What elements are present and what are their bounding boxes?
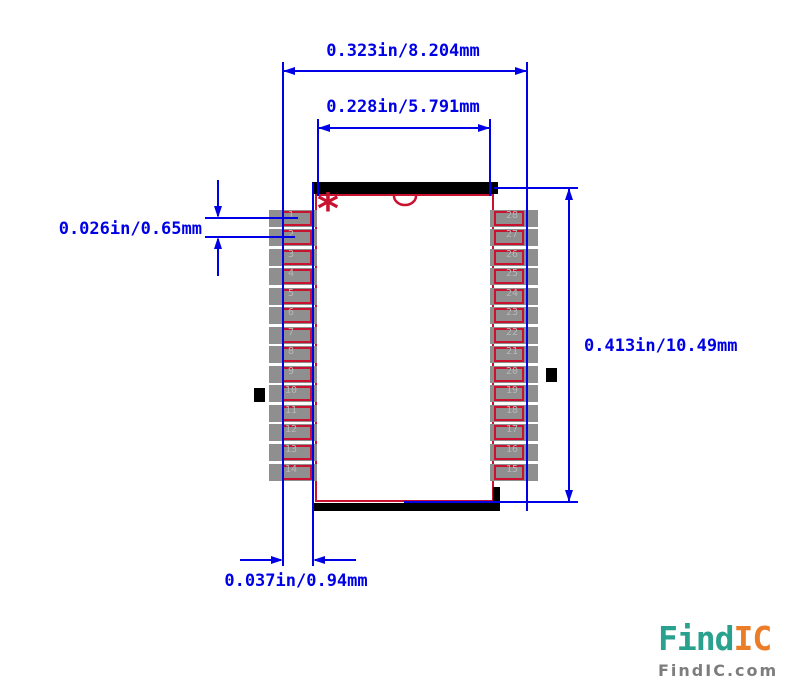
pin-number: 3 bbox=[287, 249, 295, 260]
pin-lead-outline bbox=[494, 328, 524, 343]
logo-text-find: Find bbox=[658, 619, 734, 658]
pin-pad-left-7: 7 bbox=[269, 327, 317, 344]
pin-lead-outline bbox=[494, 289, 524, 304]
findic-logo: FindIC FindIC.com bbox=[658, 619, 778, 680]
pin-pad-right-19: 19 bbox=[490, 385, 538, 402]
pin-number: 18 bbox=[505, 405, 519, 416]
pin-pad-right-24: 24 bbox=[490, 288, 538, 305]
pin-pad-right-20: 20 bbox=[490, 366, 538, 383]
pin-lead-outline bbox=[494, 269, 524, 284]
pin-number: 10 bbox=[284, 385, 298, 396]
dim-label-right-height: 0.413in/10.49mm bbox=[584, 336, 738, 356]
pin-pad-right-27: 27 bbox=[490, 229, 538, 246]
pin-number: 5 bbox=[287, 288, 295, 299]
pin-number: 11 bbox=[284, 405, 298, 416]
pin-number: 8 bbox=[287, 346, 295, 357]
pin-pad-left-6: 6 bbox=[269, 307, 317, 324]
pin-lead-outline bbox=[494, 250, 524, 265]
pin-pad-left-12: 12 bbox=[269, 424, 317, 441]
pin-lead-outline bbox=[494, 367, 524, 382]
pin-pad-right-17: 17 bbox=[490, 424, 538, 441]
pin-number: 4 bbox=[287, 268, 295, 279]
pin-number: 1 bbox=[287, 210, 295, 221]
pin-lead-outline bbox=[494, 211, 524, 226]
dim-top-inner-arrow bbox=[317, 119, 491, 196]
pin-pad-left-11: 11 bbox=[269, 405, 317, 422]
pin-pad-left-1: 1 bbox=[269, 210, 317, 227]
package-body-outline bbox=[315, 194, 494, 502]
logo-text-ic: IC bbox=[733, 619, 772, 658]
pin-pad-right-18: 18 bbox=[490, 405, 538, 422]
pin-number: 21 bbox=[505, 346, 519, 357]
pin-pad-left-2: 2 bbox=[269, 229, 317, 246]
pin-number: 9 bbox=[287, 366, 295, 377]
pin-number: 17 bbox=[505, 424, 519, 435]
pin-number: 27 bbox=[505, 229, 519, 240]
pin-pad-right-23: 23 bbox=[490, 307, 538, 324]
findic-website-text: FindIC.com bbox=[658, 661, 779, 680]
pin-number: 15 bbox=[505, 464, 519, 475]
pin-number: 19 bbox=[505, 385, 519, 396]
pin-pad-left-4: 4 bbox=[269, 268, 317, 285]
pin-pad-right-26: 26 bbox=[490, 249, 538, 266]
pin-pad-right-21: 21 bbox=[490, 346, 538, 363]
pin-pad-right-28: 28 bbox=[490, 210, 538, 227]
pin-number: 24 bbox=[505, 288, 519, 299]
pin-pad-right-16: 16 bbox=[490, 444, 538, 461]
pin-pad-left-10: 10 bbox=[269, 385, 317, 402]
pin-pad-left-14: 14 bbox=[269, 464, 317, 481]
dim-label-left-pitch: 0.026in/0.65mm bbox=[58, 219, 202, 239]
pin-pad-left-9: 9 bbox=[269, 366, 317, 383]
pin-number: 14 bbox=[284, 464, 298, 475]
pin-lead-outline bbox=[494, 445, 524, 460]
pin-pad-left-5: 5 bbox=[269, 288, 317, 305]
pin-pad-left-13: 13 bbox=[269, 444, 317, 461]
pin-number: 2 bbox=[287, 229, 295, 240]
pin-number: 25 bbox=[505, 268, 519, 279]
pin-lead-outline bbox=[494, 465, 524, 480]
package-top-bar bbox=[312, 182, 498, 194]
pin-number: 20 bbox=[505, 366, 519, 377]
dim-label-top-outer: 0.323in/8.204mm bbox=[326, 41, 480, 61]
pin-lead-outline bbox=[494, 386, 524, 401]
pin-number: 6 bbox=[287, 307, 295, 318]
pin-lead-outline bbox=[494, 425, 524, 440]
pin-number: 22 bbox=[505, 327, 519, 338]
pin-number: 13 bbox=[284, 444, 298, 455]
pin-pad-left-8: 8 bbox=[269, 346, 317, 363]
pin-pad-right-25: 25 bbox=[490, 268, 538, 285]
pin-pad-left-3: 3 bbox=[269, 249, 317, 266]
pin-lead-outline bbox=[494, 230, 524, 245]
dim-label-bottom-pad: 0.037in/0.94mm bbox=[224, 571, 368, 591]
pin-number: 26 bbox=[505, 249, 519, 260]
pin-pad-right-22: 22 bbox=[490, 327, 538, 344]
side-mark-right bbox=[546, 368, 557, 382]
pin-lead-outline bbox=[494, 308, 524, 323]
pin-number: 28 bbox=[505, 210, 519, 221]
pin-number: 7 bbox=[287, 327, 295, 338]
package-bottom-bar bbox=[312, 503, 500, 511]
pin-number: 12 bbox=[284, 424, 298, 435]
package-corner-mark bbox=[493, 487, 500, 503]
pin-number: 23 bbox=[505, 307, 519, 318]
pin-pad-right-15: 15 bbox=[490, 464, 538, 481]
pin-lead-outline bbox=[494, 347, 524, 362]
pin-lead-outline bbox=[494, 406, 524, 421]
findic-logo-wordmark: FindIC bbox=[658, 619, 778, 658]
dim-label-top-inner: 0.228in/5.791mm bbox=[326, 97, 480, 117]
pin-number: 16 bbox=[505, 444, 519, 455]
side-mark-left bbox=[254, 388, 265, 402]
